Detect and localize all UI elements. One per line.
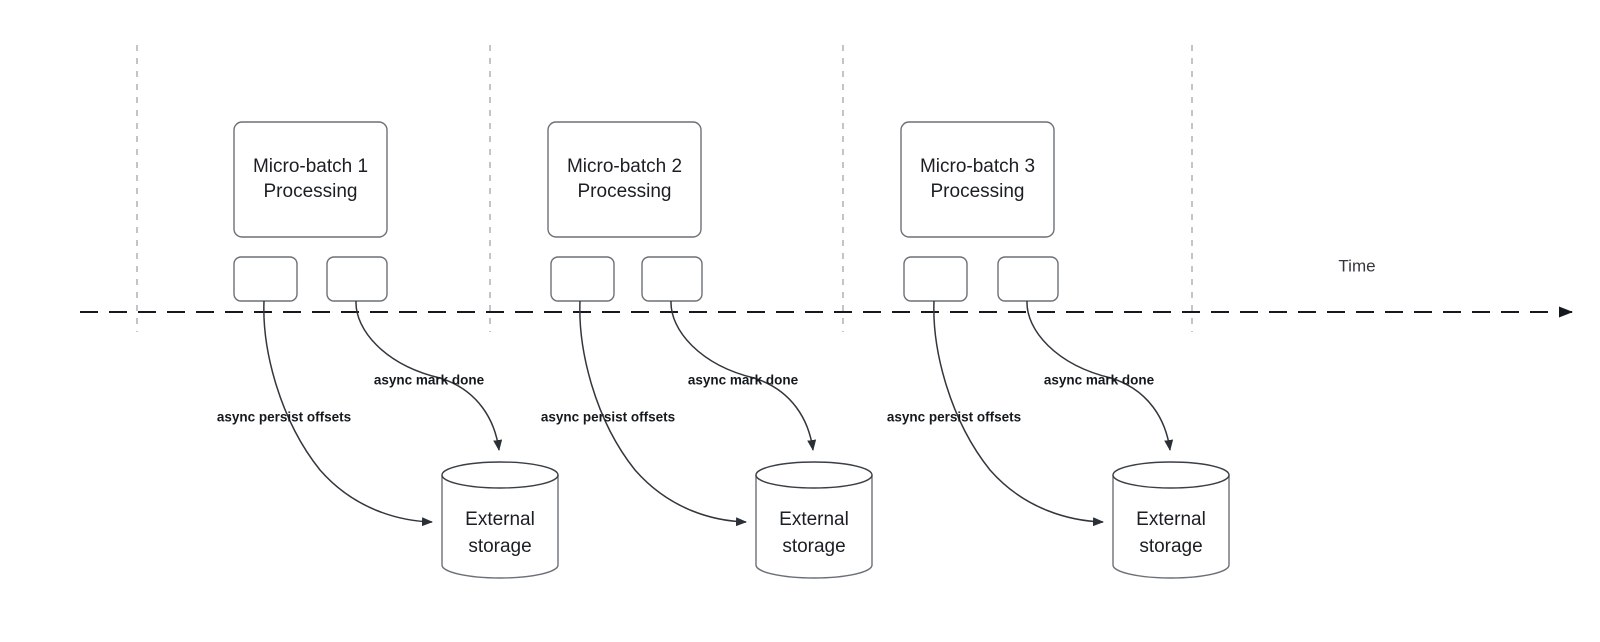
micro-batch-3-label-line1: Micro-batch 3 [920,156,1035,177]
time-axis: Time [80,256,1573,318]
micro-batch-group-1: Micro-batch 1 Processing async persist o… [217,121,559,579]
task-box-persist-3[interactable] [903,256,968,302]
micro-batch-1-label-line1: Micro-batch 1 [253,156,368,177]
micro-batch-2-label-line2: Processing [578,181,672,202]
task-box-mark-2[interactable] [641,256,703,302]
external-storage-1-label-line2: storage [468,536,531,557]
micro-batch-1-box[interactable] [233,121,388,238]
external-storage-1-body [441,475,559,579]
external-storage-3[interactable]: External storage [1112,461,1230,579]
edge-label-mark-done-1: async mark done [374,373,485,388]
edge-label-mark-done-3: async mark done [1044,373,1155,388]
edge-mark-done-2 [670,300,817,451]
external-storage-1[interactable]: External storage [441,461,559,579]
micro-batch-group-3: Micro-batch 3 Processing async persist o… [887,121,1230,579]
micro-batch-3-label-line2: Processing [931,181,1025,202]
task-box-persist-2[interactable] [550,256,615,302]
task-box-mark-3[interactable] [997,256,1059,302]
edge-mark-done-3 [1026,300,1174,451]
edge-label-mark-done-2: async mark done [688,373,799,388]
micro-batch-2-label-line1: Micro-batch 2 [567,156,682,177]
external-storage-3-label-line2: storage [1139,536,1202,557]
external-storage-3-label-line1: External [1136,509,1206,530]
external-storage-3-body [1112,475,1230,579]
external-storage-2-top [755,461,873,489]
micro-batch-1-label-line2: Processing [264,181,358,202]
edge-label-persist-offsets-2: async persist offsets [541,410,675,425]
edge-label-persist-offsets-1: async persist offsets [217,410,351,425]
micro-batch-3-box[interactable] [900,121,1055,238]
external-storage-2-body [755,475,873,579]
guide-lines [136,45,1193,332]
task-box-mark-1[interactable] [326,256,388,302]
micro-batch-group-2: Micro-batch 2 Processing async persist o… [541,121,873,579]
external-storage-2-label-line2: storage [782,536,845,557]
external-storage-2-label-line1: External [779,509,849,530]
micro-batch-2-box[interactable] [547,121,702,238]
edge-persist-offsets-2 [579,300,747,527]
edge-mark-done-1 [355,300,503,451]
external-storage-1-top [441,461,559,489]
external-storage-3-top [1112,461,1230,489]
edge-label-persist-offsets-3: async persist offsets [887,410,1021,425]
edge-persist-offsets-1 [263,300,433,527]
external-storage-2[interactable]: External storage [755,461,873,579]
task-box-persist-1[interactable] [233,256,298,302]
edge-persist-offsets-3 [933,300,1104,527]
time-axis-label: Time [1338,256,1375,275]
external-storage-1-label-line1: External [465,509,535,530]
